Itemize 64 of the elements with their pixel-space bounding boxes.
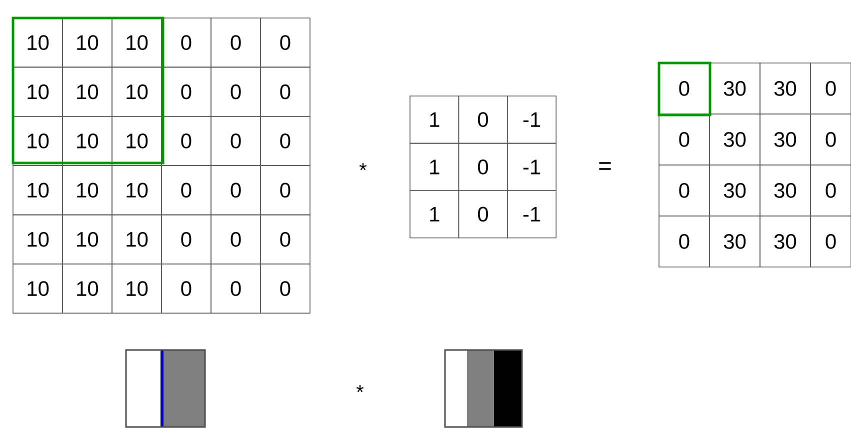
table-cell: 0: [210, 165, 261, 216]
table-cell: 30: [709, 114, 760, 166]
table-cell: 10: [112, 116, 162, 166]
table-cell: 0: [161, 18, 212, 68]
table-cell: 0: [658, 164, 710, 216]
table-cell: 10: [12, 116, 63, 166]
table-cell: 0: [210, 214, 261, 264]
table-cell: 0: [658, 216, 710, 268]
table-cell: -1: [507, 96, 556, 144]
table-cell: 30: [760, 164, 811, 216]
table-cell: 0: [260, 66, 310, 117]
table-cell: 0: [260, 264, 310, 314]
table-cell: 0: [210, 18, 261, 68]
table-cell: 10: [62, 165, 112, 216]
table-cell: 10: [12, 165, 63, 216]
table-cell: 0: [161, 264, 212, 314]
table-cell: 10: [62, 66, 112, 117]
table-cell: 0: [810, 114, 851, 166]
table-cell: -1: [507, 190, 556, 238]
table-cell: 30: [709, 216, 760, 268]
table-cell: 0: [161, 66, 212, 117]
table-cell: 0: [658, 114, 710, 166]
table-cell: 0: [810, 216, 851, 268]
table-cell: 10: [62, 264, 112, 314]
table-cell: 0: [458, 190, 508, 238]
table-cell: -1: [507, 142, 556, 191]
table-cell: 10: [12, 214, 63, 264]
table-cell: 0: [810, 62, 851, 114]
table-cell: 10: [62, 116, 112, 166]
table-cell: 0: [161, 214, 212, 264]
table-cell: 30: [709, 164, 760, 216]
table-cell: 10: [62, 214, 112, 264]
table-cell: 10: [112, 165, 162, 216]
table-cell: 0: [658, 62, 710, 114]
table-cell: 0: [260, 165, 310, 216]
table-cell: 1: [410, 142, 460, 191]
table-cell: 10: [112, 18, 162, 68]
table-cell: 1: [410, 190, 460, 238]
table-cell: 0: [210, 264, 261, 314]
table-cell: 30: [760, 62, 811, 114]
table-cell: 10: [12, 264, 63, 314]
operator-symbol: *: [359, 163, 367, 170]
table-cell: 10: [12, 18, 63, 68]
table-cell: 0: [161, 165, 212, 216]
table-cell: 0: [161, 116, 212, 166]
table-cell: 0: [210, 116, 261, 166]
table-cell: 10: [112, 214, 162, 264]
table-cell: 30: [760, 216, 811, 268]
table-cell: 0: [458, 142, 508, 191]
table-cell: 1: [410, 96, 460, 144]
table-cell: 0: [260, 116, 310, 166]
operator-symbol: *: [356, 385, 364, 392]
table-cell: 0: [210, 66, 261, 117]
table-cell: 30: [709, 62, 760, 114]
table-cell: 0: [810, 164, 851, 216]
table-cell: 30: [760, 114, 811, 166]
table-cell: 0: [260, 214, 310, 264]
table-cell: 0: [458, 96, 508, 144]
table-cell: 10: [62, 18, 112, 68]
operator-symbol: =: [599, 162, 611, 170]
table-cell: 10: [112, 66, 162, 117]
table-cell: 0: [260, 18, 310, 68]
table-cell: 10: [112, 264, 162, 314]
table-cell: 10: [12, 66, 63, 117]
